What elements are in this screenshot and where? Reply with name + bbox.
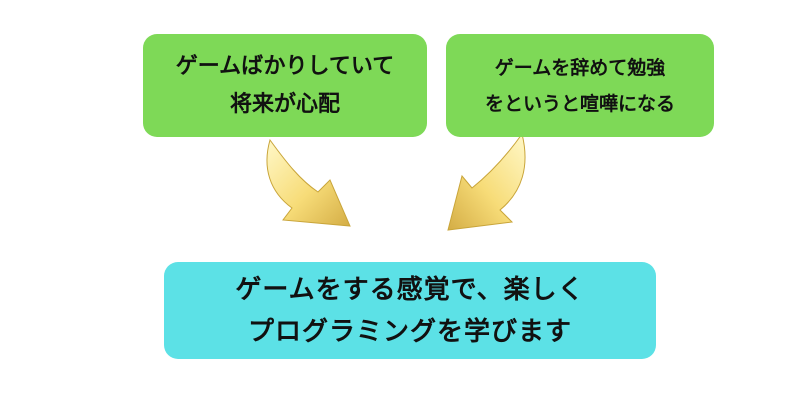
concern-box-left: ゲームばかりしていて 将来が心配 <box>143 34 427 137</box>
concern-left-line2: 将来が心配 <box>229 91 340 117</box>
concern-right-line1: ゲームを辞めて勉強 <box>494 56 666 79</box>
curved-arrow-down-right-icon <box>266 138 351 227</box>
curved-arrow-down-left-icon <box>447 132 526 231</box>
concern-left-line1: ゲームばかりしていて <box>175 53 395 79</box>
solution-line1: ゲームをする感覚で、楽しく <box>235 274 585 305</box>
solution-box: ゲームをする感覚で、楽しく プログラミングを学びます <box>164 262 656 359</box>
concern-box-right: ゲームを辞めて勉強 をというと喧嘩になる <box>446 34 714 137</box>
concern-right-line2: をというと喧嘩になる <box>484 92 675 115</box>
solution-line2: プログラミングを学びます <box>247 316 572 347</box>
